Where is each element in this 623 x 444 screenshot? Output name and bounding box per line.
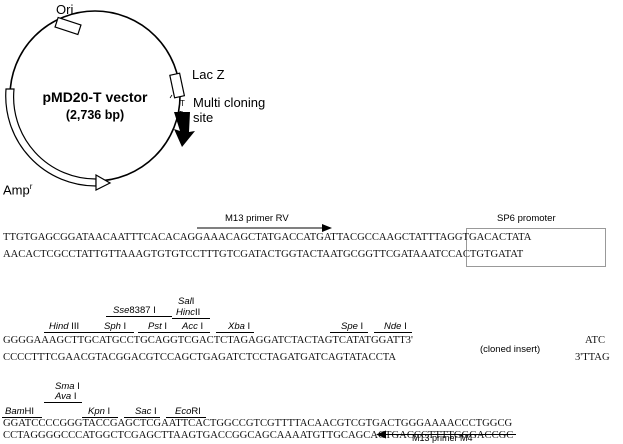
seq2-bottom: CCCCTTTCGAACGTACGGACGTCCAGCTGAGATCTCCTAG…: [3, 352, 397, 363]
site-acc-name: Acc: [182, 321, 198, 332]
site-sac-name: Sac: [135, 406, 152, 417]
site-sac: Sac I: [135, 406, 157, 417]
primer-rv-arrow: [197, 224, 332, 232]
spe-bar: [330, 332, 368, 333]
site-kpn-num: I: [107, 406, 111, 417]
seq2-top: GGGGAAAGCTTGCATGCCTGCAGGTCGACTCTAGAGGATC…: [3, 335, 413, 346]
plasmid-title: pMD20-T vector: [42, 89, 148, 105]
site-spe-num: I: [360, 321, 364, 332]
site-pst-name: Pst: [148, 321, 162, 332]
nde-bar: [374, 332, 412, 333]
site-xba-num: I: [247, 321, 251, 332]
seq3-top: GGATCCCCGGGTACCGAGCTCGAATTCACTGGCCGTCGTT…: [3, 418, 513, 429]
amp-arrow-head: [95, 173, 112, 191]
kpn-bar: [82, 417, 118, 418]
sse-bar: [106, 316, 172, 317]
site-pst-num: I: [164, 321, 168, 332]
sph-bar: [98, 332, 134, 333]
hind-bar: [44, 332, 98, 333]
site-kpn: Kpn I: [88, 406, 110, 417]
lacz-feature: [169, 72, 186, 99]
site-sph-name: Sph: [104, 321, 121, 332]
t-mark-1: T: [180, 99, 185, 108]
seq3-bottom: CCTAGGGGCCCATGGCTCGAGCTTAAGTGACCGGCAGCAA…: [3, 430, 514, 441]
seq1-bottom: AACACTCGCCTATTGTTAAAGTGTGTCCTTTGTCGATACT…: [3, 249, 524, 260]
mcs-label-line2: site: [193, 110, 214, 125]
site-spe-name: Spe: [341, 321, 358, 332]
site-acc-num: I: [200, 321, 204, 332]
amp-label-text: Amp: [3, 182, 30, 198]
xba-bar: [216, 332, 254, 333]
site-bam: BamHI: [5, 406, 34, 417]
ori-label: Ori: [56, 2, 74, 17]
site-sal-name: Sal: [178, 296, 192, 307]
acc-bar: [172, 332, 210, 333]
sac-bar: [124, 417, 160, 418]
site-sac-num: I: [154, 406, 157, 417]
site-sph-num: I: [123, 321, 127, 332]
site-bam-name: Bam: [5, 406, 25, 417]
site-hinc-num: II: [195, 307, 201, 318]
site-sse-num: 8387 I: [129, 305, 156, 316]
ori-feature: [54, 16, 82, 36]
site-hinc-name: Hinc: [176, 307, 196, 318]
seq2-right-bottom: 3'TTAG: [575, 352, 610, 363]
cloned-insert-label: (cloned insert): [480, 344, 541, 355]
site-sal: SalI: [178, 296, 194, 307]
mcs-label-line1: Multi cloning: [193, 95, 266, 110]
site-hinc: HincII: [176, 307, 200, 318]
site-eco-name: Eco: [175, 406, 192, 417]
site-nde-name: Nde: [384, 321, 402, 332]
site-spe: Spe I: [341, 321, 363, 332]
mcs-arrow: [174, 112, 195, 147]
amp-label: Ampr: [3, 182, 32, 197]
plasmid-size: (2,736 bp): [65, 108, 125, 122]
seq2-right-top: ATC: [585, 335, 606, 346]
site-hind: Hind III: [49, 321, 79, 332]
site-sse: Sse8387 I: [113, 305, 156, 316]
site-eco: EcoRI: [175, 406, 201, 417]
site-ava: Ava I: [55, 391, 76, 402]
site-nde: Nde I: [384, 321, 407, 332]
hinc-bar: [172, 318, 210, 319]
plasmid-map: [5, 10, 195, 191]
seq1-top: TTGTGAGCGGATAACAATTTCACACAGGAAACAGCTATGA…: [3, 232, 532, 243]
site-sse-name: Sse: [113, 305, 130, 316]
site-sma-name: Sma: [55, 381, 75, 392]
primer-m4-arrow: [376, 430, 516, 439]
site-hind-num: III: [71, 321, 80, 332]
site-acc: Acc I: [182, 321, 203, 332]
site-nde-num: I: [404, 321, 407, 332]
site-sma: Sma I: [55, 381, 80, 392]
site-ava-num: I: [73, 391, 77, 402]
sp6-label: SP6 promoter: [497, 213, 556, 224]
primer-rv-label: M13 primer RV: [225, 213, 289, 224]
lacz-label: Lac Z: [192, 67, 225, 82]
site-eco-num: RI: [191, 406, 201, 417]
site-xba-name: Xba: [228, 321, 245, 332]
sma-bar: [44, 402, 82, 403]
site-sal-num: I: [191, 296, 195, 307]
site-pst: Pst I: [148, 321, 167, 332]
site-ava-name: Ava: [55, 391, 72, 402]
site-sph: Sph I: [104, 321, 126, 332]
t-mark-2: T: [178, 110, 183, 119]
site-kpn-name: Kpn: [88, 406, 105, 417]
site-bam-num: HI: [24, 406, 35, 417]
mcs-label: Multi cloning site: [193, 95, 265, 125]
pst-bar: [138, 332, 174, 333]
bam-bar: [2, 417, 42, 418]
eco-bar: [166, 417, 206, 418]
primer-m4-label: M13 primer M4: [412, 433, 473, 443]
amp-label-sup: r: [29, 182, 33, 191]
site-xba: Xba I: [228, 321, 250, 332]
site-sma-num: I: [77, 381, 80, 392]
site-hind-name: Hind: [49, 321, 69, 332]
sp6-box: [466, 228, 606, 267]
